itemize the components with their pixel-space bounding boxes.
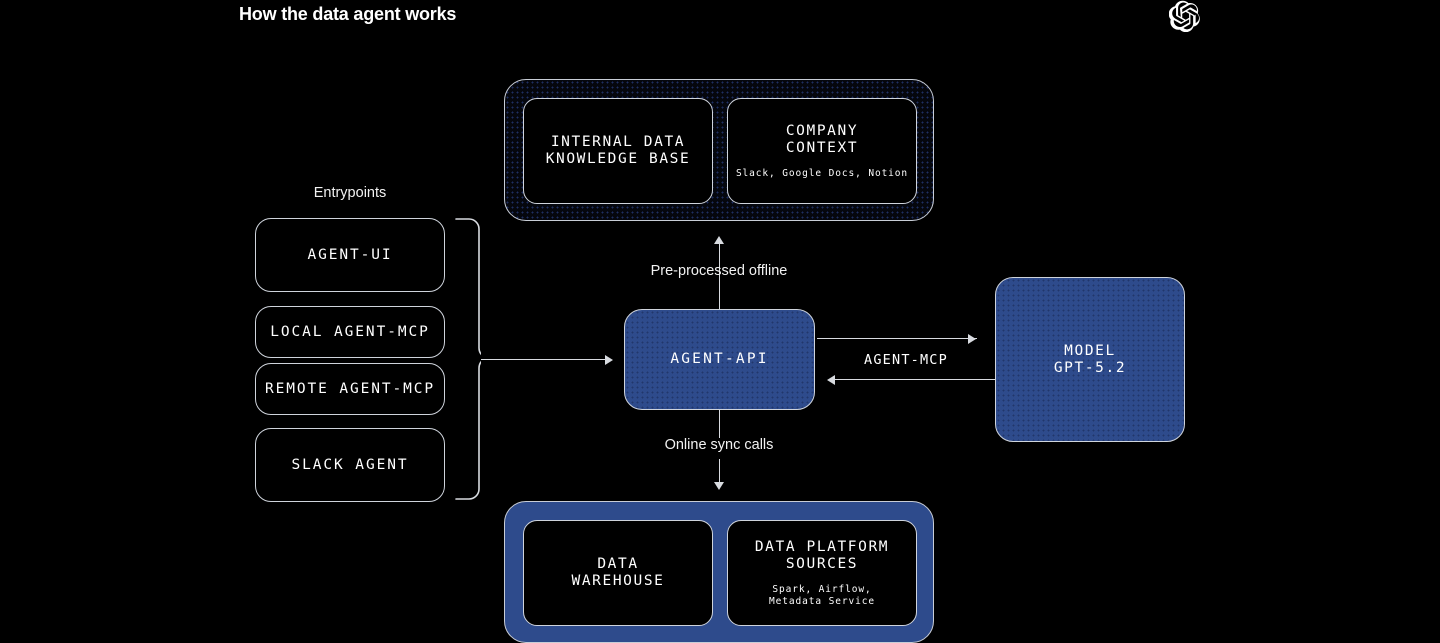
- entrypoint-slack-agent[interactable]: SLACK AGENT: [255, 428, 445, 502]
- edge-api-to-knowledge-arrowhead: [714, 236, 724, 244]
- entrypoint-label: SLACK AGENT: [291, 456, 409, 473]
- data-warehouse-box[interactable]: DATA WAREHOUSE: [523, 520, 713, 626]
- edge-entrypoints-to-api-arrowhead: [605, 355, 613, 365]
- edge-api-to-data-upper: [719, 410, 721, 438]
- agent-api-label: AGENT-API: [670, 351, 769, 367]
- edge-api-to-model: [817, 338, 977, 340]
- entrypoints-bracket: [455, 218, 490, 500]
- edge-label-online-sync: Online sync calls: [664, 437, 774, 453]
- agent-api-node[interactable]: AGENT-API: [624, 309, 815, 410]
- data-group-container: DATA WAREHOUSE DATA PLATFORM SOURCES Spa…: [504, 501, 934, 643]
- entrypoint-label: REMOTE AGENT-MCP: [264, 380, 436, 397]
- box-title: INTERNAL DATA KNOWLEDGE BASE: [545, 134, 691, 167]
- edge-label-agent-mcp: AGENT-MCP: [864, 352, 948, 368]
- entrypoint-local-agent-mcp[interactable]: LOCAL AGENT-MCP: [255, 306, 445, 358]
- edge-api-to-model-arrowhead: [968, 334, 976, 344]
- model-label: MODEL GPT-5.2: [1053, 342, 1127, 376]
- internal-data-knowledge-base-box[interactable]: INTERNAL DATA KNOWLEDGE BASE: [523, 98, 713, 204]
- page-title: How the data agent works: [239, 4, 457, 24]
- entrypoint-agent-ui[interactable]: AGENT-UI: [255, 218, 445, 292]
- data-platform-sources-box[interactable]: DATA PLATFORM SOURCES Spark, Airflow, Me…: [727, 520, 917, 626]
- entrypoint-remote-agent-mcp[interactable]: REMOTE AGENT-MCP: [255, 363, 445, 415]
- edge-model-to-api: [835, 379, 995, 381]
- company-context-box[interactable]: COMPANY CONTEXT Slack, Google Docs, Noti…: [727, 98, 917, 204]
- edge-entrypoints-to-api: [481, 359, 607, 361]
- box-subtitle: Slack, Google Docs, Notion: [735, 167, 909, 179]
- edge-model-to-api-arrowhead: [827, 375, 835, 385]
- box-title: DATA WAREHOUSE: [571, 556, 665, 589]
- openai-logo-icon: [1168, 0, 1201, 33]
- box-subtitle: Spark, Airflow, Metadata Service: [769, 584, 875, 607]
- entrypoint-label: AGENT-UI: [307, 246, 393, 263]
- edge-label-preprocessed: Pre-processed offline: [650, 263, 788, 279]
- entrypoint-label: LOCAL AGENT-MCP: [270, 323, 430, 340]
- knowledge-group-container: INTERNAL DATA KNOWLEDGE BASE COMPANY CON…: [504, 79, 934, 221]
- edge-api-to-data-arrowhead: [714, 482, 724, 490]
- edge-api-to-data-lower: [719, 459, 721, 483]
- edge-api-to-knowledge: [719, 244, 721, 312]
- box-title: DATA PLATFORM SOURCES: [754, 539, 890, 572]
- model-node[interactable]: MODEL GPT-5.2: [995, 277, 1185, 442]
- box-title: COMPANY CONTEXT: [785, 122, 859, 156]
- entrypoints-label: Entrypoints: [313, 185, 387, 201]
